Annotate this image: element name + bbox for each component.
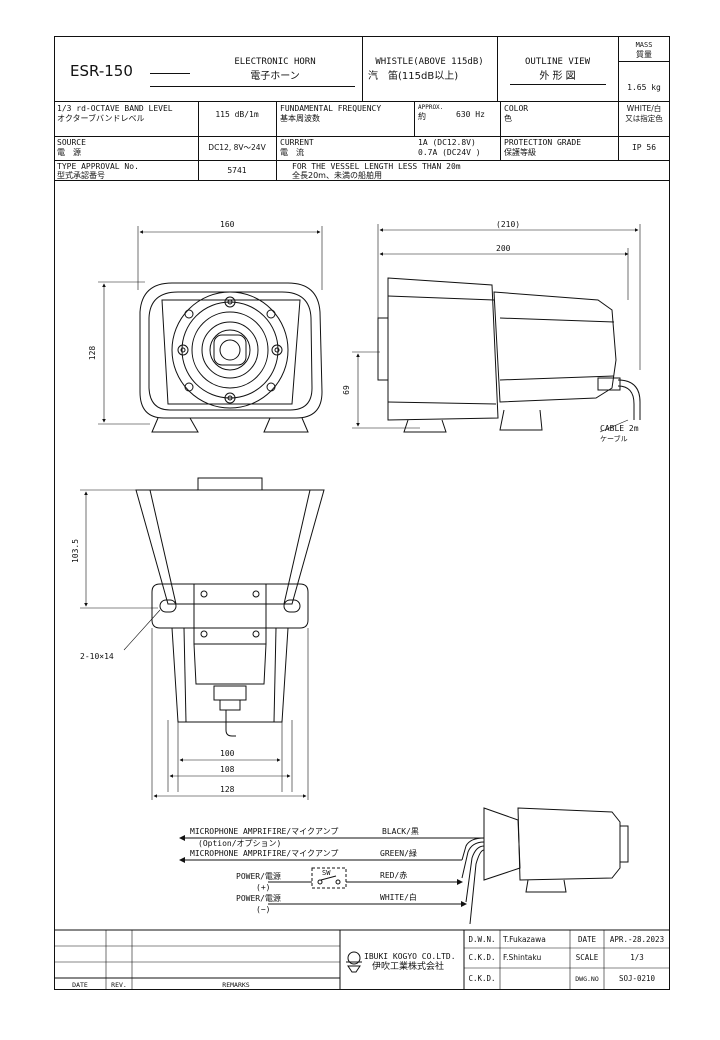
dim-128-horizontal: 128 (220, 785, 235, 794)
date-label: DATE (577, 935, 597, 944)
band-level-label-ja: オクターブバンドレベル (57, 114, 145, 123)
mic-amp-2-label: MICROPHONE AMPRIFIRE/マイクアンプ (190, 849, 339, 858)
current-value-2: 0.7A (DC24V ) (418, 148, 481, 157)
source-label-ja: 電 源 (57, 148, 81, 157)
company-name-ja: 伊吹工業株式会社 (372, 962, 445, 972)
company-name-en: IBUKI KOGYO CO.LTD. (364, 952, 456, 961)
revision-rev-header: REV. (111, 981, 127, 989)
approx-label-en: APPROX. (418, 104, 444, 111)
color-label-en: COLOR (504, 104, 529, 113)
dim-200: 200 (496, 244, 511, 253)
color-label-ja: 色 (504, 114, 512, 123)
power-negative-label: POWER/電源 (236, 894, 281, 903)
power-negative-sign: (−) (256, 905, 271, 914)
vessel-note-en: FOR THE VESSEL LENGTH LESS THAN 20m (292, 162, 461, 171)
approx-label-ja: 約 (418, 112, 426, 121)
fundamental-freq-value: 630 Hz (456, 110, 485, 119)
wire-red-label: RED/赤 (380, 871, 408, 880)
protection-label-ja: 保護等級 (504, 148, 536, 157)
date-value: APR.-28.2023 (609, 935, 665, 944)
mounting-holes-label: 2-10×14 (80, 652, 114, 661)
checked-label-1: C.K.D. (468, 953, 496, 962)
dim-210: (210) (496, 220, 521, 229)
checked-label-2: C.K.D. (468, 974, 496, 983)
type-approval-label-en: TYPE APPROVAL No. (57, 162, 139, 171)
fundamental-freq-label-en: FUNDAMENTAL FREQUENCY (280, 104, 382, 113)
wire-white-label: WHITE/白 (380, 893, 417, 902)
drawn-by: T.Fukazawa (503, 935, 546, 944)
wire-black-label: BLACK/黒 (382, 827, 419, 836)
whistle-label-ja: 汽 笛(115dB以上) (368, 71, 459, 82)
band-level-value: 115 dB/1m (215, 110, 259, 119)
wiring-diagram (179, 807, 629, 925)
mass-value: 1.65 kg (627, 83, 661, 92)
title-block-lines (54, 929, 670, 990)
source-value: DC12, 8V～24V (208, 143, 266, 152)
revision-remarks-header: REMARKS (222, 981, 250, 989)
dim-103-5: 103.5 (71, 538, 81, 564)
power-positive-sign: (+) (256, 883, 271, 892)
mass-label-ja: 質量 (636, 50, 652, 59)
product-name-ja: 電子ホーン (250, 71, 300, 82)
source-label-en: SOURCE (57, 138, 86, 147)
wire-green-label: GREEN/緑 (380, 849, 417, 858)
band-level-label-en: 1/3 rd-OCTAVE BAND LEVEL (57, 104, 173, 113)
current-label-en: CURRENT (280, 138, 314, 147)
dim-100: 100 (220, 749, 235, 758)
switch-label: SW (322, 869, 331, 877)
whistle-label-en: WHISTLE(ABOVE 115dB) (375, 57, 484, 67)
dim-160: 160 (220, 220, 235, 229)
drawing-number-label: DWG.NO (575, 975, 599, 983)
mic-amp-option-label: (Option/オプション) (198, 839, 282, 848)
vessel-note-ja: 全長20m、未満の船舶用 (292, 171, 382, 180)
scale-value: 1/3 (630, 953, 644, 962)
type-approval-value: 5741 (227, 166, 247, 175)
protection-label-en: PROTECTION GRADE (504, 138, 582, 147)
checked-by: F.Shintaku (503, 953, 542, 962)
side-view (352, 224, 641, 433)
mass-label-en: MASS (635, 41, 653, 49)
cable-label-ja: ケーブル (600, 435, 628, 443)
power-positive-label: POWER/電源 (236, 872, 281, 881)
outline-view-en: OUTLINE VIEW (524, 57, 591, 67)
protection-value: IP 56 (631, 143, 657, 152)
model-number: ESR-150 (70, 62, 133, 80)
outline-view-ja: 外 形 図 (539, 71, 576, 82)
dim-69: 69 (341, 385, 351, 395)
product-name-en: ELECTRONIC HORN (234, 57, 316, 67)
dim-108: 108 (220, 765, 235, 774)
current-value-1: 1A (DC12.8V) (418, 138, 476, 147)
dim-128-vertical: 128 (88, 345, 98, 361)
front-view (98, 226, 323, 433)
top-view (80, 477, 325, 800)
cable-label-en: CABLE 2m (600, 424, 639, 433)
drawing-number-value: SOJ-0210 (618, 974, 656, 983)
revision-date-header: DATE (72, 981, 88, 989)
color-value-1: WHITE/白 (626, 104, 662, 113)
drawn-label: D.W.N. (468, 935, 496, 944)
mic-amp-1-label: MICROPHONE AMPRIFIRE/マイクアンプ (190, 827, 339, 836)
current-label-ja: 電 流 (280, 148, 304, 157)
color-value-2: 又は指定色 (625, 114, 663, 123)
fundamental-freq-label-ja: 基本周波数 (280, 114, 320, 123)
type-approval-label-ja: 型式承認番号 (57, 171, 105, 180)
scale-label: SCALE (575, 953, 599, 962)
